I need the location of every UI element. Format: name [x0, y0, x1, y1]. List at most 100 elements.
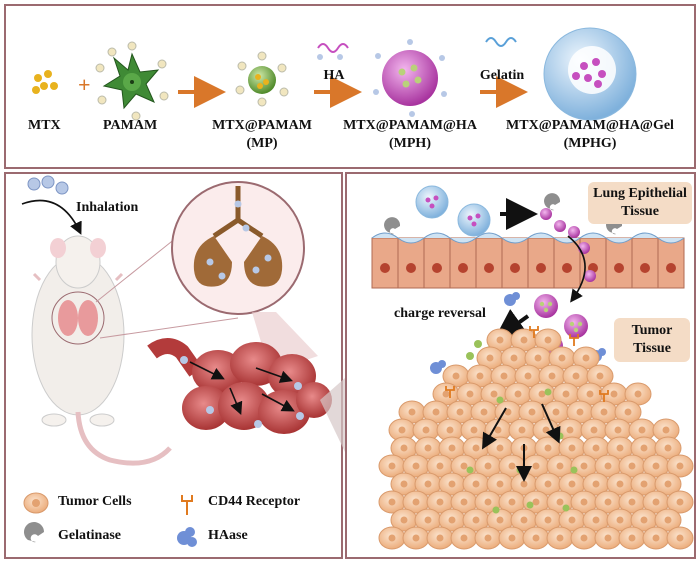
tumor-cell-nucleus	[576, 408, 584, 416]
tumor-cell-nucleus	[556, 462, 564, 470]
tumor-cell-nucleus	[638, 426, 646, 434]
tumor-cell-nucleus	[388, 534, 396, 542]
tumor-cell-nucleus	[508, 498, 516, 506]
tumor-cell-nucleus	[616, 444, 624, 452]
tumor-cell-nucleus	[592, 480, 600, 488]
tumor-tag-line1: Tumor	[631, 323, 673, 338]
tumor-cell-nucleus	[592, 516, 600, 524]
tumor-cell-nucleus	[556, 498, 564, 506]
ha-label: HA	[323, 68, 345, 83]
inhalation-arrow	[21, 199, 82, 235]
tumor-cell-nucleus	[662, 426, 670, 434]
tumor-cell-nucleus	[484, 462, 492, 470]
cd44-receptor-icon	[445, 326, 609, 402]
lung-tag-line2: Tissue	[621, 204, 659, 219]
tumor-cell-nucleus	[484, 498, 492, 506]
tumor-cell-nucleus	[568, 444, 576, 452]
gelatinase-legend-icon	[23, 521, 44, 543]
gelatinase-icon	[384, 217, 401, 235]
tumor-cell-nucleus	[496, 336, 504, 344]
mp-particle-in-tumor	[492, 506, 500, 514]
tumor-cell-nucleus	[486, 354, 494, 362]
tumor-cell-nucleus	[534, 354, 542, 362]
legend-haase: HAase	[208, 528, 248, 543]
mp-particle-icon	[235, 51, 289, 107]
tumor-cell-nucleus	[412, 498, 420, 506]
tumor-cell-nucleus	[562, 390, 570, 398]
tumor-cell-nucleus	[652, 534, 660, 542]
tumor-cell-nucleus	[640, 480, 648, 488]
mph-particle-icon	[373, 39, 447, 117]
tumor-cell-nucleus	[472, 516, 480, 524]
tumor-cell-nucleus	[388, 462, 396, 470]
tumor-cell-nucleus	[448, 444, 456, 452]
inhalation-label: Inhalation	[76, 200, 139, 215]
tumor-cell-nucleus	[640, 516, 648, 524]
penetration-arrow	[481, 407, 507, 450]
tumor-cell-nucleus	[524, 372, 532, 380]
tumor-cell-nucleus	[424, 480, 432, 488]
legend-cd44-receptor: CD44 Receptor	[208, 494, 301, 509]
tumor-cell-nucleus	[640, 444, 648, 452]
gelatinase-icon	[544, 193, 561, 211]
tumor-cell-nucleus	[520, 480, 528, 488]
tumor-cell-nucleus	[528, 408, 536, 416]
mp-particle-in-tumor	[516, 466, 524, 474]
tumor-cell-nucleus	[452, 372, 460, 380]
tumor-cell-nucleus	[460, 462, 468, 470]
tumor-cell-nucleus	[460, 534, 468, 542]
tumor-cell-nucleus	[532, 462, 540, 470]
tumor-cell-nucleus	[436, 498, 444, 506]
penetration-arrow	[541, 403, 561, 444]
tumor-cell-nucleus	[604, 498, 612, 506]
tumor-cell-nucleus	[664, 444, 672, 452]
tumor-cell-nucleus	[596, 372, 604, 380]
tumor-cell-nucleus	[514, 390, 522, 398]
mphg-on-epithelium-icon	[415, 185, 491, 237]
tumor-cell-nucleus	[544, 444, 552, 452]
tumor-cell-nucleus	[532, 534, 540, 542]
tumor-cell-nucleus	[616, 480, 624, 488]
mphg-label-line2: (MPHG)	[563, 136, 617, 151]
tumor-cell-nucleus	[538, 390, 546, 398]
tumor-cell-nucleus	[552, 408, 560, 416]
tumor-cell-nucleus	[424, 444, 432, 452]
haase-legend-icon	[177, 527, 197, 547]
mp-label-line2: (MP)	[246, 136, 278, 151]
tumor-cell-nucleus	[432, 408, 440, 416]
mphg-particle-icon	[543, 27, 637, 121]
tumor-cell-nucleus	[616, 516, 624, 524]
mp-particle-in-tumor	[526, 501, 534, 509]
tumor-cell-nucleus	[676, 498, 684, 506]
tumor-cell-nucleus	[436, 534, 444, 542]
mp-particle-in-tumor	[570, 466, 578, 474]
tumor-cell-nucleus	[446, 426, 454, 434]
tumor-cell-nucleus	[652, 462, 660, 470]
tumor-cell-nucleus	[496, 444, 504, 452]
tumor-cell-nucleus	[544, 516, 552, 524]
mouse-illustration	[31, 235, 172, 466]
tumor-cell-legend-icon	[23, 492, 49, 514]
tumor-cell-nucleus	[448, 480, 456, 488]
mp-particle-in-tumor	[496, 396, 504, 404]
lung-epithelial-tissue-tag: Lung Epithelial Tissue	[588, 182, 692, 224]
tumor-cell-nucleus	[590, 426, 598, 434]
mp-label-line1: MTX@PAMAM	[212, 118, 312, 133]
tumor-cell-nucleus	[572, 372, 580, 380]
tumor-cell-nucleus	[412, 462, 420, 470]
tumor-cell-nucleus	[490, 390, 498, 398]
pamam-dendrimer-icon	[95, 41, 169, 121]
tumor-cell-nucleus	[496, 480, 504, 488]
tumor-cell-nucleus	[580, 462, 588, 470]
tumor-cell-nucleus	[628, 534, 636, 542]
tumor-cell-nucleus	[664, 516, 672, 524]
tumor-cell-nucleus	[544, 480, 552, 488]
tumor-cell-nucleus	[628, 462, 636, 470]
tumor-cell-nucleus	[436, 462, 444, 470]
tumor-cell-nucleus	[548, 372, 556, 380]
tumor-cell-nucleus	[568, 480, 576, 488]
tumor-cell-nucleus	[586, 390, 594, 398]
inhaled-particles-icon	[27, 175, 69, 195]
